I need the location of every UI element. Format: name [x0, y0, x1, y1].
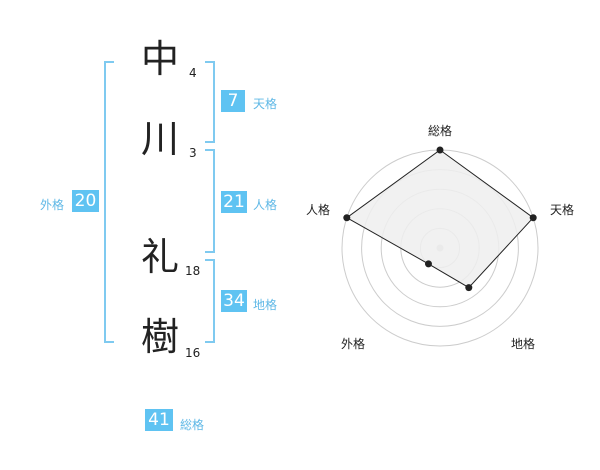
- gaikaku-bracket: [104, 61, 114, 343]
- radar-points: [343, 146, 537, 292]
- radar-label-jinkaku: 人格: [306, 203, 331, 217]
- gaikaku-value-badge: 20: [72, 190, 99, 212]
- radar-label-tenkaku: 天格: [550, 203, 575, 217]
- jinkaku-bracket: [205, 149, 215, 253]
- name-char-4: 樹: [141, 315, 180, 359]
- jinkaku-value-badge: 21: [221, 191, 247, 213]
- radar-label-chikaku: 地格: [511, 337, 536, 351]
- radar-point-1: [436, 146, 444, 154]
- soukaku-value-badge: 41: [145, 409, 173, 431]
- name-char-2: 川: [141, 117, 180, 161]
- radar-point-4: [424, 260, 432, 268]
- radar-label-gaikaku: 外格: [341, 337, 366, 351]
- radar-shape: [345, 149, 534, 289]
- radar-label-soukaku: 総格: [428, 124, 453, 138]
- tenkaku-label: 天格: [253, 97, 278, 111]
- tenkaku-value-badge: 7: [221, 90, 245, 112]
- radar-point-2: [529, 214, 537, 222]
- jinkaku-label: 人格: [253, 198, 278, 212]
- chikaku-label: 地格: [253, 298, 278, 312]
- gaikaku-label: 外格: [40, 198, 65, 212]
- stroke-count-2: 3: [189, 146, 197, 160]
- chikaku-bracket: [205, 259, 215, 343]
- radar-point-3: [465, 284, 473, 292]
- stroke-count-1: 4: [189, 66, 197, 80]
- tenkaku-bracket: [205, 61, 215, 143]
- soukaku-label: 総格: [180, 418, 205, 432]
- name-char-1: 中: [141, 37, 180, 81]
- stroke-count-3: 18: [185, 264, 201, 278]
- chikaku-value-badge: 34: [221, 290, 247, 312]
- stroke-count-4: 16: [185, 346, 201, 360]
- name-char-3: 礼: [141, 235, 180, 279]
- radar-point-5: [343, 214, 351, 222]
